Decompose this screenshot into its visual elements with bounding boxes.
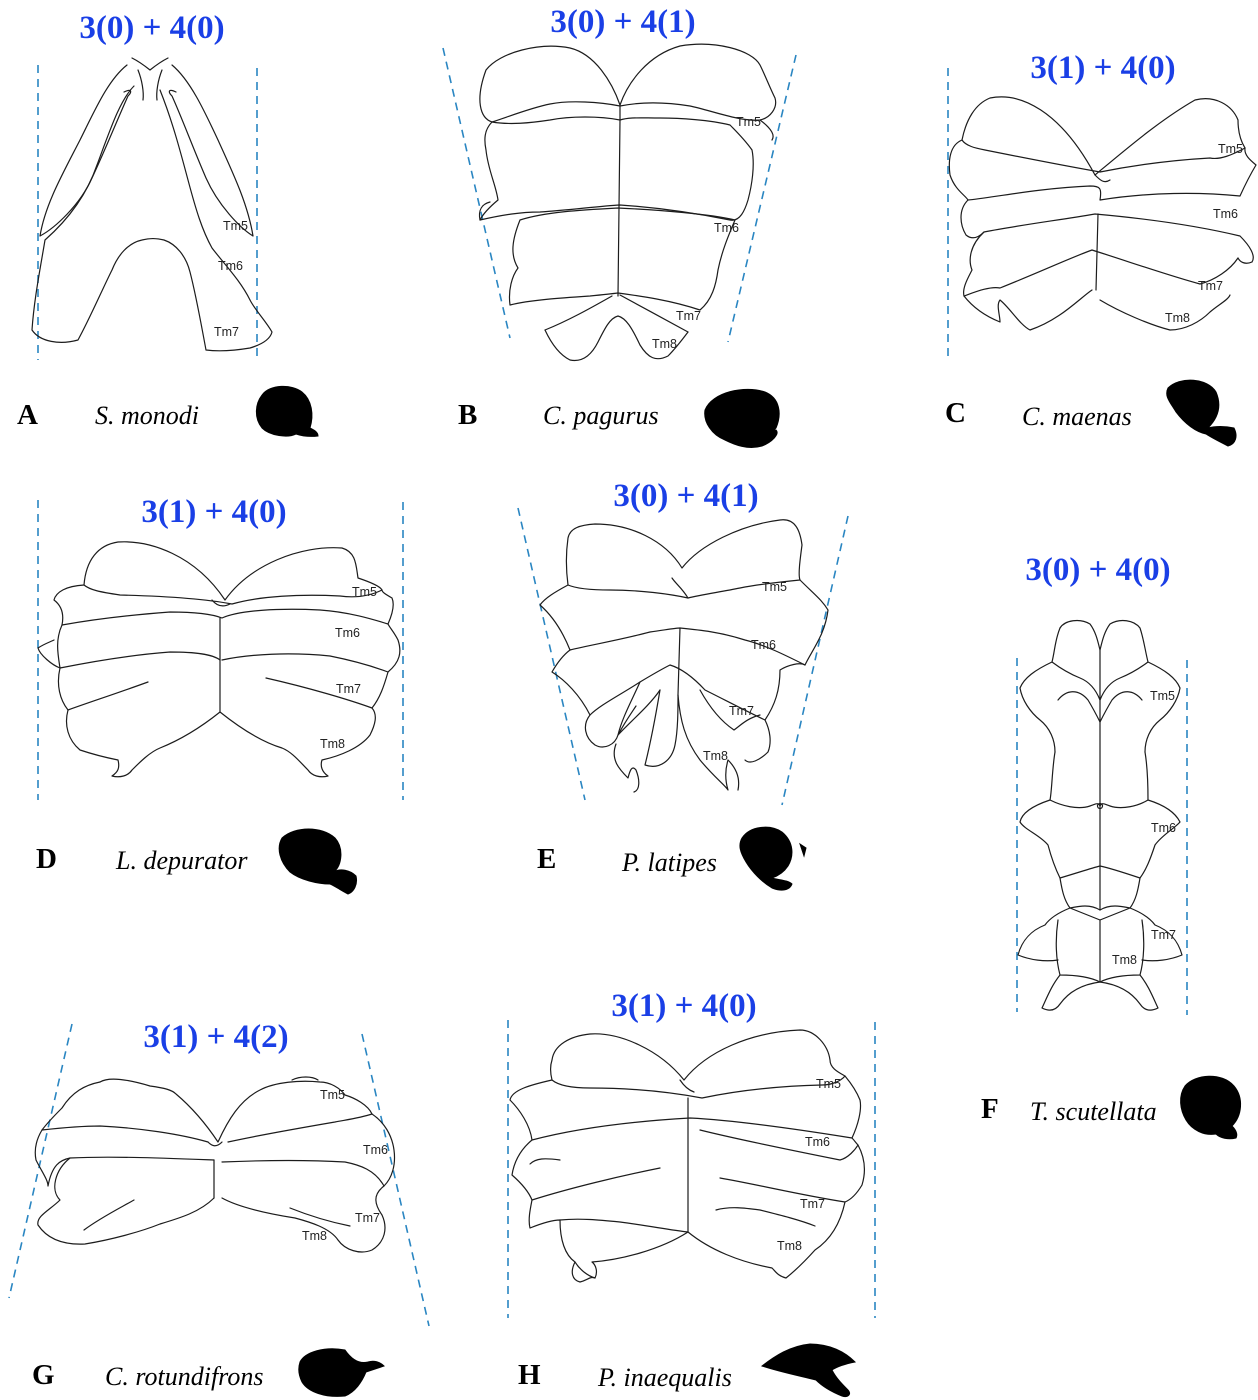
panel-h-formula: 3(1) + 4(0) (611, 988, 756, 1024)
panel-e-sternum-outline (540, 520, 828, 792)
panel-e-species-name: P. latipes (621, 848, 717, 877)
panel-a: 3(0) + 4(0) Tm5 Tm6 Tm7 A S. monodi (17, 10, 318, 436)
panel-a-tm7-label: Tm7 (214, 325, 239, 339)
panel-e-tm8-label: Tm8 (703, 749, 728, 763)
panel-d-sternum-outline (38, 542, 400, 777)
panel-h-tm7-label: Tm7 (800, 1197, 825, 1211)
panel-f-tm6-label: Tm6 (1151, 821, 1176, 835)
panel-c-tm6-label: Tm6 (1213, 207, 1238, 221)
panel-b-right-guide-line (728, 55, 796, 342)
panel-f-species-name: T. scutellata (1030, 1097, 1157, 1126)
panel-g-right-guide-line (362, 1034, 429, 1326)
panel-f: 3(0) + 4(0) Tm5 Tm6 Tm7 Tm8 F T. scutell… (981, 552, 1241, 1139)
panel-g-species-name: C. rotundifrons (105, 1362, 263, 1391)
panel-d-tm5-label: Tm5 (352, 585, 377, 599)
panel-c-species-name: C. maenas (1022, 402, 1132, 431)
panel-e: 3(0) + 4(1) Tm5 Tm6 Tm7 Tm8 E P. latipes (518, 478, 848, 890)
panel-c-crab-silhouette (1167, 380, 1236, 446)
panel-g-tm7-label: Tm7 (355, 1211, 380, 1225)
panel-h-tm8-label: Tm8 (777, 1239, 802, 1253)
panel-h-crab-silhouette (762, 1344, 855, 1397)
panel-e-letter: E (537, 843, 556, 875)
panel-a-formula: 3(0) + 4(0) (79, 10, 224, 46)
panel-d-species-name: L. depurator (115, 846, 248, 875)
panel-b-formula: 3(0) + 4(1) (550, 4, 695, 40)
panel-b-sternum-outline (479, 44, 775, 360)
panel-a-letter: A (17, 399, 38, 431)
panel-d: 3(1) + 4(0) Tm5 Tm6 Tm7 Tm8 D L. depurat… (36, 494, 403, 894)
panel-c-tm8-label: Tm8 (1165, 311, 1190, 325)
panel-h-tm6-label: Tm6 (805, 1135, 830, 1149)
panel-f-letter: F (981, 1093, 999, 1125)
panel-g-letter: G (32, 1359, 55, 1391)
panel-g-tm6-label: Tm6 (363, 1143, 388, 1157)
panel-g-tm8-label: Tm8 (302, 1229, 327, 1243)
panel-f-sternum-outline (1018, 621, 1182, 1011)
panel-a-tm5-label: Tm5 (223, 219, 248, 233)
panel-c: 3(1) + 4(0) Tm5 Tm6 Tm7 Tm8 C C. maenas (945, 50, 1256, 446)
panel-a-sternum-outline (32, 58, 272, 351)
panel-e-formula: 3(0) + 4(1) (613, 478, 758, 514)
panel-d-tm6-label: Tm6 (335, 626, 360, 640)
panel-g-formula: 3(1) + 4(2) (143, 1019, 288, 1055)
panel-c-tm5-label: Tm5 (1218, 142, 1243, 156)
panel-b-left-guide-line (443, 48, 510, 338)
panel-b-tm8-label: Tm8 (652, 337, 677, 351)
panel-f-formula: 3(0) + 4(0) (1025, 552, 1170, 588)
panel-e-left-guide-line (518, 508, 585, 800)
panel-g-crab-silhouette (299, 1349, 384, 1397)
panel-h-tm5-label: Tm5 (816, 1077, 841, 1091)
panel-d-crab-silhouette (279, 829, 356, 894)
panel-a-species-name: S. monodi (95, 401, 199, 430)
panel-b-tm5-label: Tm5 (736, 115, 761, 129)
panel-g-sternum-outline (35, 1077, 394, 1252)
panel-c-tm7-label: Tm7 (1198, 279, 1223, 293)
panel-g-tm5-label: Tm5 (320, 1088, 345, 1102)
panel-b-species-name: C. pagurus (543, 401, 659, 430)
panel-h: 3(1) + 4(0) Tm5 Tm6 Tm7 Tm8 H P. inaequa… (508, 988, 875, 1397)
panel-h-species-name: P. inaequalis (597, 1363, 732, 1392)
panel-a-tm6-label: Tm6 (218, 259, 243, 273)
panel-f-tm5-label: Tm5 (1150, 689, 1175, 703)
panel-d-tm8-label: Tm8 (320, 737, 345, 751)
panel-d-letter: D (36, 843, 57, 875)
panel-d-tm7-label: Tm7 (336, 682, 361, 696)
panel-c-letter: C (945, 397, 966, 429)
panel-c-sternum-outline (949, 97, 1256, 330)
panel-g: 3(1) + 4(2) Tm5 Tm6 Tm7 Tm8 G C. rotundi… (9, 1019, 429, 1396)
panel-b-tm6-label: Tm6 (714, 221, 739, 235)
panel-e-tm6-label: Tm6 (751, 638, 776, 652)
panel-b-letter: B (458, 399, 477, 431)
panel-e-tm7-label: Tm7 (729, 704, 754, 718)
panel-b: 3(0) + 4(1) Tm5 Tm6 Tm7 Tm8 B C. pagurus (443, 4, 796, 447)
panel-h-sternum-outline (510, 1030, 864, 1282)
panel-e-tm5-label: Tm5 (762, 580, 787, 594)
panel-d-formula: 3(1) + 4(0) (141, 494, 286, 530)
panel-b-crab-silhouette (705, 389, 779, 447)
panel-f-tm7-label: Tm7 (1151, 928, 1176, 942)
panel-a-crab-silhouette (256, 386, 318, 436)
panel-b-tm7-label: Tm7 (676, 309, 701, 323)
panel-f-crab-silhouette (1181, 1076, 1241, 1139)
panel-e-crab-silhouette (740, 827, 806, 890)
panel-f-tm8-label: Tm8 (1112, 953, 1137, 967)
panel-c-formula: 3(1) + 4(0) (1030, 50, 1175, 86)
panel-h-letter: H (518, 1359, 541, 1391)
panel-e-right-guide-line (782, 516, 848, 805)
